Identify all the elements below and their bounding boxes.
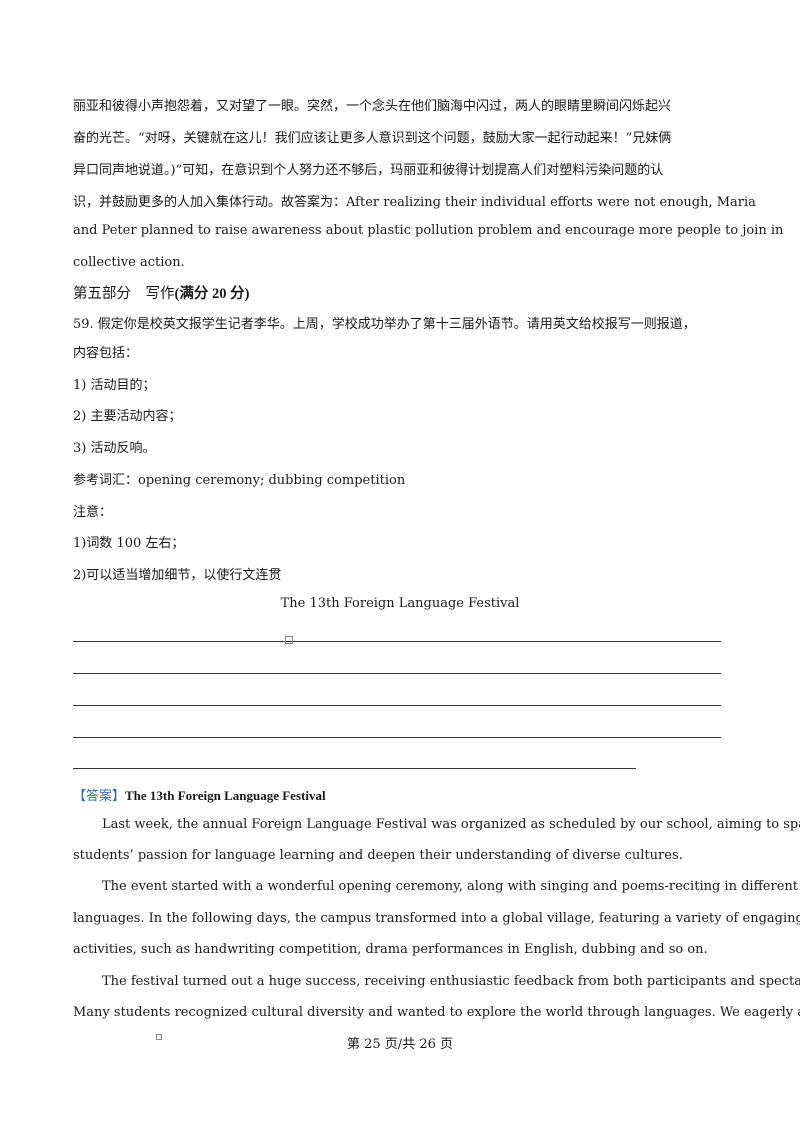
answer-line: students’ passion for language learning … bbox=[73, 848, 683, 863]
anchor-icon bbox=[285, 636, 293, 644]
paragraph-line: 识，并鼓励更多的人加入集体行动。故答案为：After realizing the… bbox=[73, 195, 756, 210]
answer-heading: 【答案】The 13th Foreign Language Festival bbox=[73, 785, 326, 804]
writing-line bbox=[73, 768, 636, 769]
note-item: 2)可以适当增加细节，以使行文连贯 bbox=[73, 568, 282, 583]
writing-line bbox=[73, 673, 721, 674]
section-heading: 第五部分 写作(满分 20 分) bbox=[73, 282, 249, 303]
paragraph-line: and Peter planned to raise awareness abo… bbox=[73, 223, 784, 238]
answer-title: The 13th Foreign Language Festival bbox=[125, 788, 326, 803]
note-item: 1)词数 100 左右； bbox=[73, 536, 185, 551]
question-line: 59. 假定你是校英文报学生记者李华。上周，学校成功举办了第十三届外语节。请用英… bbox=[73, 317, 696, 332]
answer-line: Many students recognized cultural divers… bbox=[73, 1005, 800, 1020]
writing-line bbox=[73, 705, 721, 706]
question-line: 内容包括： bbox=[73, 346, 139, 361]
anchor-icon bbox=[156, 1034, 162, 1040]
section-heading-score: (满分 20 分) bbox=[174, 286, 250, 302]
essay-title: The 13th Foreign Language Festival bbox=[280, 596, 520, 611]
answer-line: The event started with a wonderful openi… bbox=[102, 879, 799, 894]
question-point: 1) 活动目的； bbox=[73, 378, 156, 393]
answer-line: activities, such as handwriting competit… bbox=[73, 942, 708, 957]
answer-line: languages. In the following days, the ca… bbox=[73, 911, 800, 926]
writing-line bbox=[73, 737, 721, 738]
answer-line: Last week, the annual Foreign Language F… bbox=[102, 817, 800, 832]
question-point: 3) 活动反响。 bbox=[73, 441, 156, 456]
section-heading-prefix: 第五部分 写作 bbox=[73, 286, 175, 302]
notes-label: 注意： bbox=[73, 505, 113, 520]
page-number: 第 25 页/共 26 页 bbox=[347, 1037, 453, 1052]
question-point: 2) 主要活动内容； bbox=[73, 409, 182, 424]
answer-line: The festival turned out a huge success, … bbox=[102, 974, 800, 989]
paragraph-line: 异口同声地说道。)”可知，在意识到个人努力还不够后，玛丽亚和彼得计划提高人们对塑… bbox=[73, 163, 664, 178]
paragraph-line: collective action. bbox=[73, 255, 185, 270]
paragraph-line: 丽亚和彼得小声抱怨着，又对望了一眼。突然，一个念头在他们脑海中闪过，两人的眼睛里… bbox=[73, 99, 672, 114]
paragraph-line: 奋的光芒。“对呀，关键就在这儿！我们应该让更多人意识到这个问题，鼓励大家一起行动… bbox=[73, 131, 672, 146]
vocab-line: 参考词汇：opening ceremony; dubbing competiti… bbox=[73, 473, 406, 488]
answer-tag: 【答案】 bbox=[73, 789, 126, 804]
writing-line bbox=[73, 641, 721, 642]
